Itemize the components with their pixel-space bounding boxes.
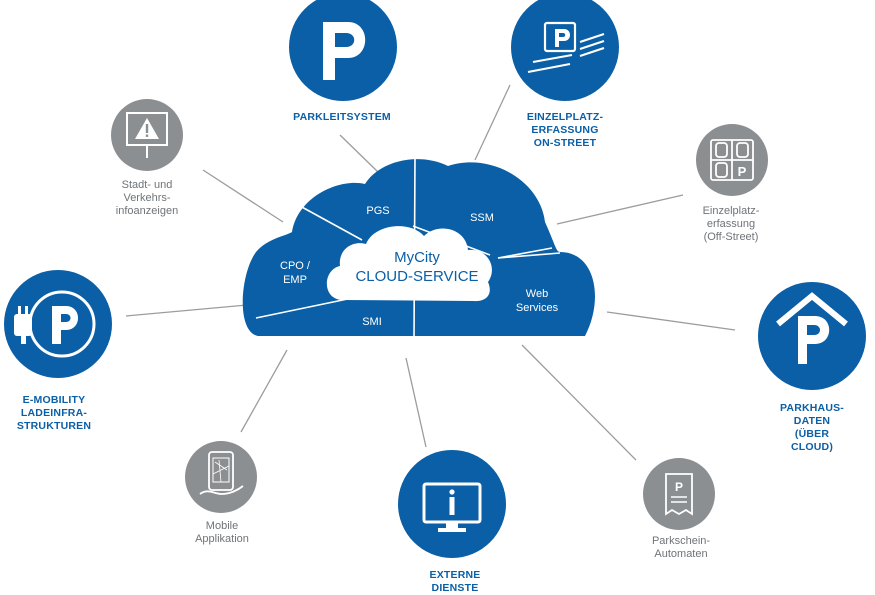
warning-sign-icon [111, 99, 183, 171]
svg-text:P: P [738, 164, 747, 179]
parking-garage-icon [758, 282, 866, 390]
parking-ticket-icon: P [643, 458, 715, 530]
ev-charging-parking-icon [4, 270, 112, 378]
label-stadt: Stadt- und Verkehrs- infoanzeigen [115, 179, 179, 217]
segment-cpo-emp-line2: EMP [283, 274, 307, 286]
parking-p-icon [289, 0, 397, 101]
cloud-title-line2: CLOUD-SERVICE [355, 268, 478, 285]
connector-stadt [202, 169, 284, 223]
cloud-shape: MyCity CLOUD-SERVICE PGS SSM CPO / EMP W… [242, 157, 595, 341]
label-mobile: Mobile Applikation [195, 520, 249, 545]
label-parkschein: Parkschein- Automaten [651, 535, 711, 560]
segment-cpo-emp-line1: CPO / [280, 260, 311, 272]
cloud-title-line1: MyCity [394, 249, 440, 266]
connector-mobile [240, 349, 288, 433]
connector-parkleitsystem [339, 134, 379, 173]
connector-parkhaus [606, 311, 736, 331]
svg-text:P: P [675, 480, 683, 494]
mobile-app-icon [185, 441, 257, 513]
segment-web-line1: Web [526, 288, 548, 300]
label-einzelplatz-off-street: Einzelplatz- erfassung (Off-Street) [702, 205, 760, 243]
connector-parkschein [521, 344, 637, 461]
segment-pgs: PGS [366, 205, 389, 217]
connector-einzelplatz-off-street [556, 194, 684, 225]
label-parkhaus: PARKHAUS- DATEN (ÜBER CLOUD) [779, 402, 845, 453]
connector-emobility [125, 304, 248, 317]
segment-ssm: SSM [470, 212, 494, 224]
connector-lines [125, 84, 736, 461]
connector-einzelplatz-on-street [474, 84, 511, 161]
info-monitor-icon [398, 450, 506, 558]
label-externe-dienste: EXTERNE DIENSTE [429, 569, 481, 594]
label-emobility: E-MOBILITY LADEINFRA- STRUKTUREN [16, 394, 92, 432]
segment-web-line2: Services [516, 302, 559, 314]
connector-externe-dienste [405, 357, 427, 448]
label-parkleitsystem: PARKLEITSYSTEM [293, 111, 391, 123]
segment-smi: SMI [362, 316, 382, 328]
label-einzelplatz-on-street: EINZELPLATZ- ERFASSUNG ON-STREET [526, 111, 604, 149]
parking-lot-cars-icon: P [696, 124, 768, 196]
street-parking-sensor-icon [511, 0, 619, 101]
